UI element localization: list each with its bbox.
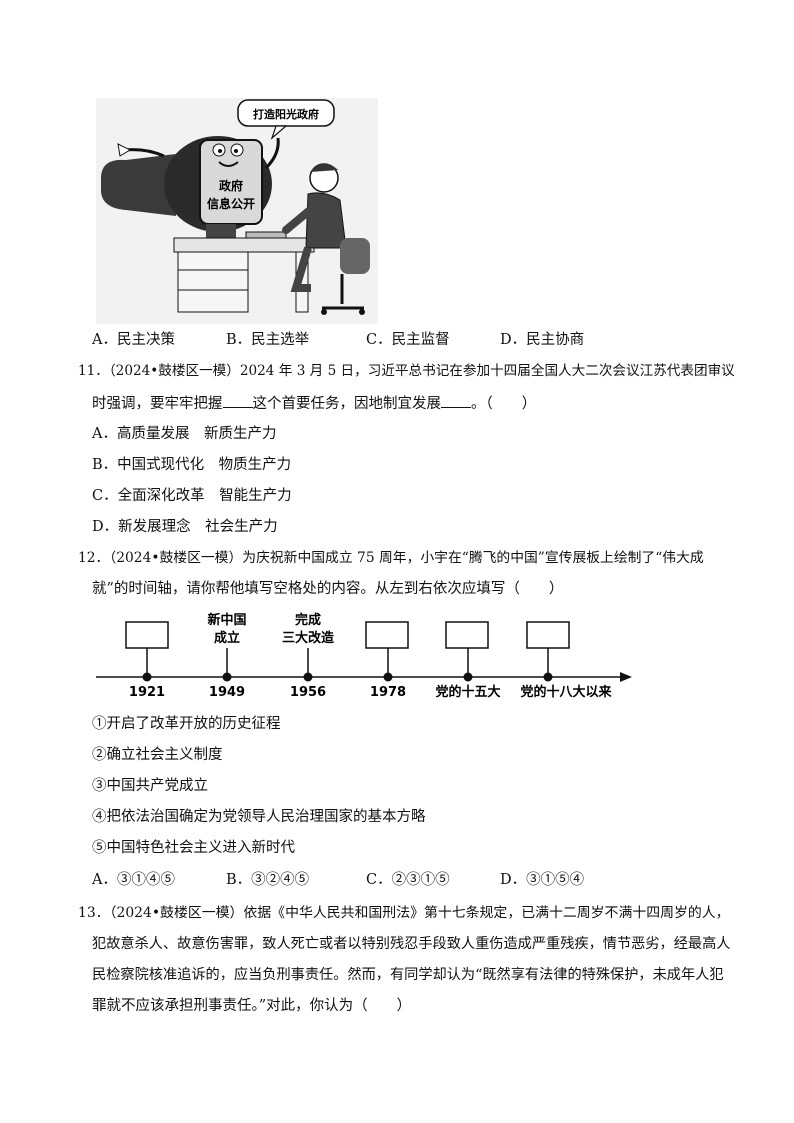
- timeline-label-1978: 1978: [370, 685, 406, 700]
- q10-option-b: B．民主选举: [226, 332, 310, 348]
- q12-option-b: B．③②④⑤: [226, 872, 310, 888]
- timeline-annot-1949-line1: 新中国: [207, 612, 246, 628]
- screen-text-line1: 政府: [219, 178, 243, 193]
- q10-option-c: C．民主监督: [366, 332, 450, 348]
- q12-item-3: ③中国共产党成立: [92, 778, 208, 794]
- speech-bubble-text: 打造阳光政府: [253, 107, 319, 121]
- timeline-dot-15th: [463, 672, 473, 682]
- q11-stem-line1: 11．（2024•鼓楼区一模）2024 年 3 月 5 日，习近平总书记在参加十…: [78, 363, 735, 379]
- timeline-label-1949: 1949: [209, 685, 245, 700]
- timeline-blank-box-15th: [445, 621, 489, 649]
- q12-option-d: D．③①⑤④: [500, 872, 585, 888]
- q13-stem-line3: 民检察院核准追诉的，应当负刑事责任。然而，有同学却认为“既然享有法律的特殊保护，…: [92, 967, 724, 983]
- timeline-blank-box-1978: [365, 621, 409, 649]
- q12-item-1: ①开启了改革开放的历史征程: [92, 716, 281, 732]
- timeline-label-18th: 党的十八大以来: [520, 684, 612, 700]
- q13-stem-line4: 罪就不应该承担刑事责任。”对此，你认为（ ）: [92, 998, 412, 1014]
- timeline-dot-1978: [383, 672, 393, 682]
- screen-text-line2: 信息公开: [207, 196, 255, 211]
- timeline-blank-box-18th: [526, 621, 570, 649]
- q11-option-a: A．高质量发展 新质生产力: [92, 426, 277, 442]
- q12-stem-line2: 就”的时间轴，请你帮他填写空格处的内容。从左到右依次应填写（ ）: [92, 581, 564, 597]
- q12-item-2: ②确立社会主义制度: [92, 747, 223, 763]
- q12-stem-line1: 12．（2024•鼓楼区一模）为庆祝新中国成立 75 周年，小宇在“腾飞的中国”…: [78, 550, 704, 566]
- q11-stem-line2: 时强调，要牢牢把握这个首要任务，因地制宜发展。（ ）: [92, 393, 536, 414]
- timeline-annot-1956-line2: 三大改造: [282, 630, 335, 646]
- timeline-annot-1949-line2: 成立: [214, 630, 240, 646]
- q11-blank-1: [222, 393, 253, 408]
- timeline-label-1956: 1956: [290, 685, 326, 700]
- q11-option-c: C．全面深化改革 智能生产力: [92, 488, 292, 504]
- timeline-dot-18th: [543, 672, 553, 682]
- timeline-blank-box-1921: [125, 621, 169, 649]
- q12-option-a: A．③①④⑤: [92, 872, 175, 888]
- timeline-dot-1921: [142, 672, 152, 682]
- timeline-label-1921: 1921: [129, 685, 165, 700]
- q12-option-c: C．②③①⑤: [366, 872, 450, 888]
- timeline-dot-1956: [303, 672, 313, 682]
- q11-blank-2: [441, 393, 471, 408]
- q11-option-d: D．新发展理念 社会生产力: [92, 519, 278, 535]
- q10-option-d: D．民主协商: [500, 332, 585, 348]
- cartoon-illustration: 政府 信息公开 打造阳光政府: [96, 98, 378, 324]
- q10-option-a: A．民主决策: [92, 332, 175, 348]
- q13-stem-line2: 犯故意杀人、故意伤害罪，致人死亡或者以特别残忍手段致人重伤造成严重残疾，情节恶劣…: [92, 936, 731, 952]
- q11-option-b: B．中国式现代化 物质生产力: [92, 457, 292, 473]
- timeline-annot-1956-line1: 完成: [295, 612, 321, 628]
- timeline-diagram: 新中国 成立 完成 三大改造 1921 1949 1956 1978 党的十五大…: [96, 612, 632, 700]
- timeline-dot-1949: [222, 672, 232, 682]
- q12-item-5: ⑤中国特色社会主义进入新时代: [92, 840, 295, 856]
- q12-item-4: ④把依法治国确定为党领导人民治理国家的基本方略: [92, 809, 426, 825]
- q13-stem-line1: 13．（2024•鼓楼区一模）依据《中华人民共和国刑法》第十七条规定，已满十二周…: [78, 905, 730, 921]
- timeline-label-15th: 党的十五大: [435, 684, 500, 700]
